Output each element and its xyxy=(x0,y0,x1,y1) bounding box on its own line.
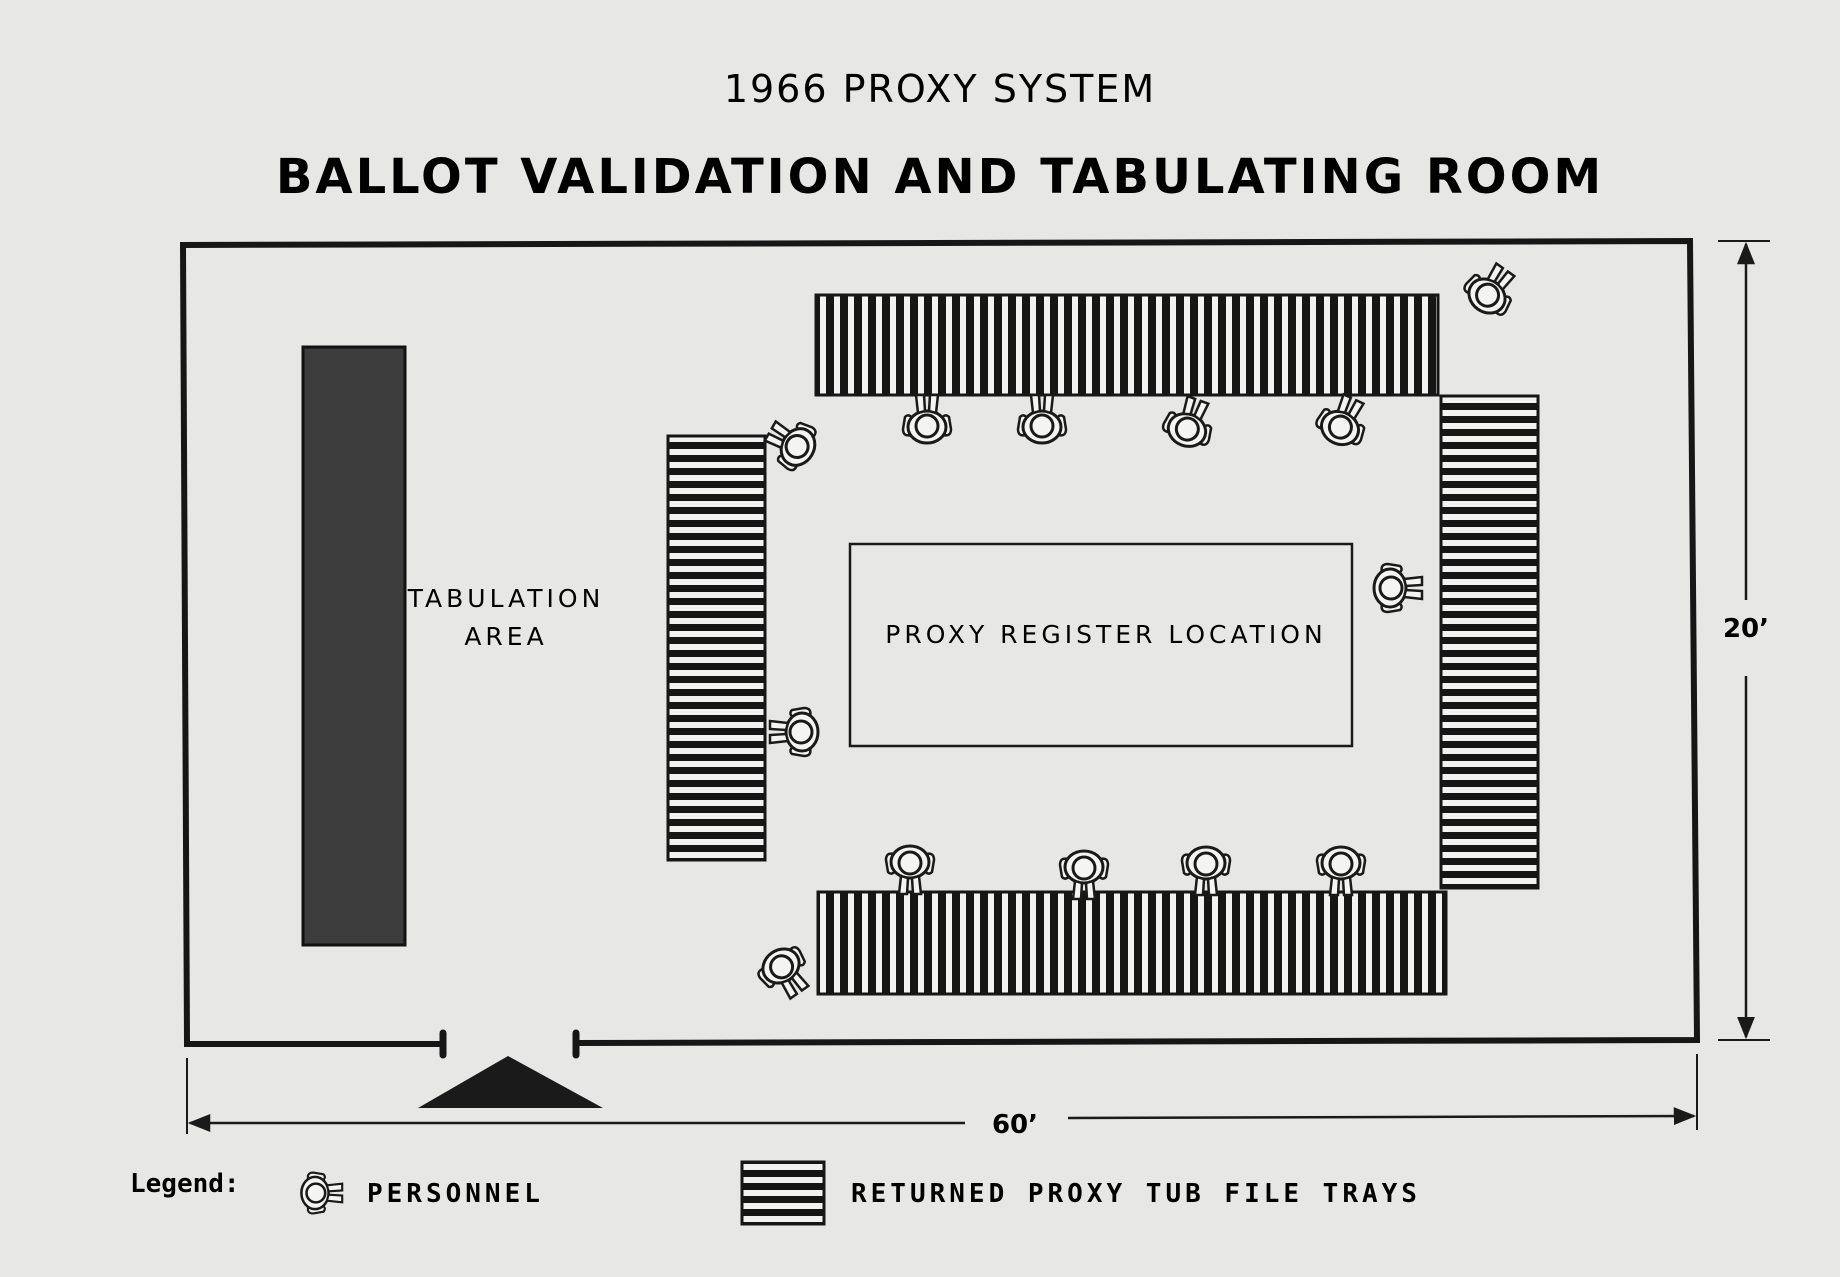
tabulation-area-label-line2: AREA xyxy=(464,622,547,651)
legend-personnel-icon xyxy=(300,1171,344,1215)
person-icon xyxy=(1309,387,1377,455)
legend-heading: Legend: xyxy=(130,1169,240,1199)
height-dimension-label: 20’ xyxy=(1723,614,1769,644)
proxy-register-label: PROXY REGISTER LOCATION xyxy=(885,620,1326,649)
person-icon xyxy=(1315,845,1367,897)
person-icon xyxy=(1456,254,1527,325)
legend-personnel-label: PERSONNEL xyxy=(367,1179,544,1209)
person-icon xyxy=(756,408,826,478)
tray-right xyxy=(1439,394,1540,890)
person-icon xyxy=(750,937,821,1008)
tray-top xyxy=(814,293,1440,397)
legend-tray-label: RETURNED PROXY TUB FILE TRAYS xyxy=(851,1179,1421,1209)
legend-tray-swatch xyxy=(740,1160,826,1226)
person-icon xyxy=(901,393,953,445)
person-icon xyxy=(1016,393,1068,445)
person-icon xyxy=(884,844,936,896)
room-wall xyxy=(179,237,1701,1047)
tabulation-area-label-line1: TABULATION xyxy=(407,584,605,613)
diagram-title: BALLOT VALIDATION AND TABULATING ROOM xyxy=(276,149,1604,205)
person-icon xyxy=(300,1171,344,1215)
tray-left xyxy=(666,434,767,862)
person-icon xyxy=(1372,562,1424,614)
person-icon xyxy=(1157,390,1222,455)
tray-bottom xyxy=(816,890,1448,996)
person-icon xyxy=(768,706,820,758)
tabulation-area-block xyxy=(301,345,407,947)
width-arrow-right xyxy=(1067,1107,1697,1126)
person-icon xyxy=(1180,845,1232,897)
diagram-subtitle: 1966 PROXY SYSTEM xyxy=(724,67,1156,111)
entrance-marker xyxy=(418,1056,603,1108)
width-dimension-label: 60’ xyxy=(992,1110,1038,1140)
proxy-register-box xyxy=(848,542,1354,748)
